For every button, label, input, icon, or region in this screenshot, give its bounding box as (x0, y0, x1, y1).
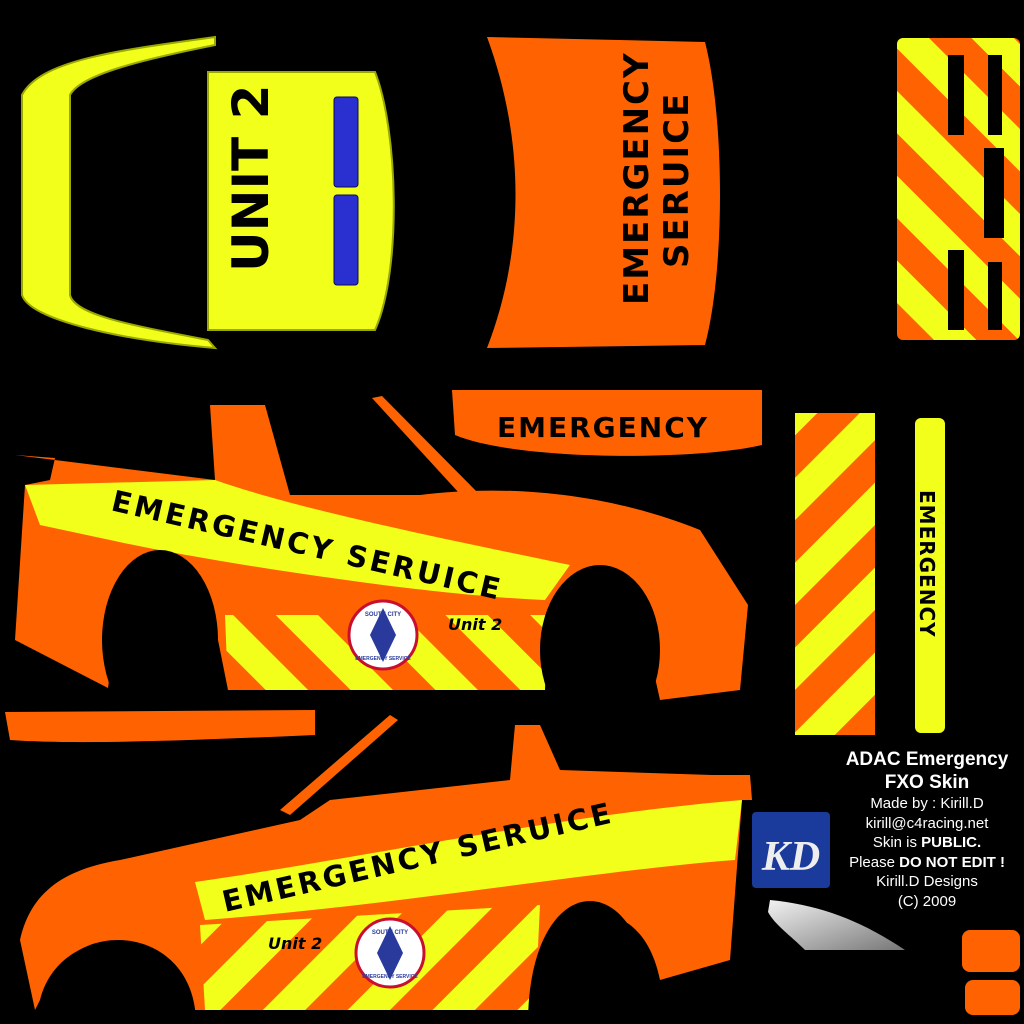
wheel-arch (40, 940, 196, 1024)
trunk-label-2: SERUICE (657, 92, 697, 268)
trunk-panel (487, 37, 720, 348)
windshield-frame (21, 35, 218, 350)
svg-text:KD: KD (761, 834, 820, 880)
credits-email: kirill@c4racing.net (865, 814, 989, 832)
spoiler-panel (452, 390, 762, 456)
svg-text:EMERGENCY SERVICE: EMERGENCY SERVICE (355, 656, 411, 662)
car-side-right: EMERGENCY SERUICE Unit 2 SOUTH CITY EMER… (15, 396, 748, 735)
orange-piece (962, 930, 1020, 972)
credits-title-2: FXO Skin (884, 772, 970, 793)
rear-strip (915, 418, 945, 733)
credits-block: ADAC Emergency FXO Skin Made by : Kirill… (830, 748, 1024, 911)
credits-made-by: Made by : Kirill.D (870, 795, 984, 812)
rear-bumper-panel (897, 38, 1020, 340)
svg-text:EMERGENCY SERVICE: EMERGENCY SERVICE (362, 974, 418, 980)
orange-piece (965, 980, 1020, 1015)
spoiler-label: EMERGENCY (497, 411, 709, 444)
side-right-unit: Unit 2 (448, 615, 502, 634)
car-side-left: EMERGENCY SERUICE Unit 2 SOUTH CITY EMER… (5, 710, 742, 1024)
south-city-badge: SOUTH CITY EMERGENCY SERVICE (347, 599, 419, 671)
svg-text:SOUTH CITY: SOUTH CITY (365, 612, 401, 618)
south-city-badge: SOUTH CITY EMERGENCY SERVICE (354, 917, 426, 989)
chevron-panel (795, 413, 875, 735)
rear-strip-label: EMERGENCY (915, 490, 939, 638)
credits-title-1: ADAC Emergency (845, 749, 1009, 770)
credits-company: Kirill.D Designs (876, 873, 978, 890)
kd-logo: KD (752, 812, 830, 888)
chrome-trim (768, 900, 905, 950)
credits-copyright: (C) 2009 (897, 892, 957, 910)
credits-public: Skin is PUBLIC. (872, 834, 982, 851)
trunk-label-1: EMERGENCY (617, 51, 657, 305)
light-bar (333, 96, 359, 286)
mirror-piece (708, 775, 752, 800)
wheel-arch (528, 901, 652, 1024)
credits-edit: Please DO NOT EDIT ! (849, 853, 1005, 871)
hood-unit-label: UNIT 2 (222, 85, 280, 272)
svg-text:SOUTH CITY: SOUTH CITY (372, 930, 408, 936)
side-left-unit: Unit 2 (268, 934, 322, 953)
